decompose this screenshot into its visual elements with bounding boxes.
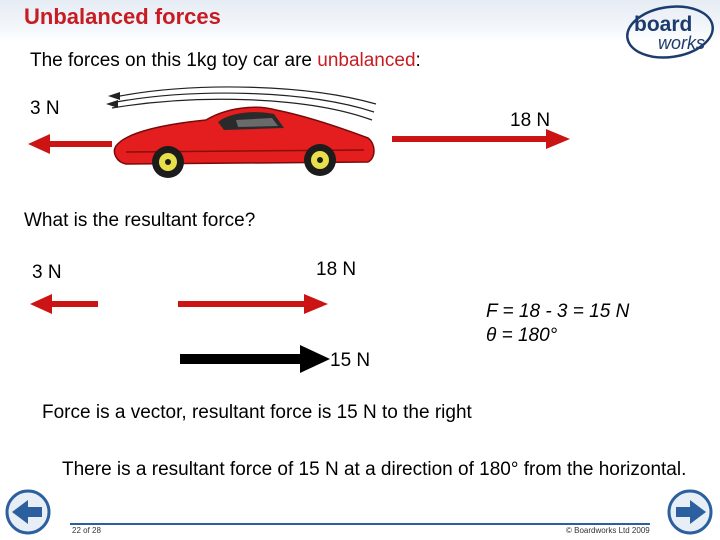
forward-arrow-icon: [667, 489, 713, 535]
car-left-force-arrow: [28, 132, 112, 156]
previous-slide-button[interactable]: [4, 486, 54, 538]
vector-left-arrow: [30, 292, 98, 316]
answer-text: There is a resultant force of 15 N at a …: [62, 459, 687, 480]
resultant-label: 15 N: [330, 350, 371, 371]
intro-emphasis: unbalanced: [317, 50, 416, 71]
car-left-force-label: 3 N: [30, 98, 60, 119]
back-arrow-icon: [5, 489, 51, 535]
intro-suffix: :: [415, 50, 421, 71]
question-text: What is the resultant force?: [24, 210, 256, 231]
formula-block: F = 18 - 3 = 15 N θ = 180°: [486, 300, 629, 348]
title-bar: [0, 0, 720, 42]
car-right-force-label: 18 N: [510, 110, 551, 131]
intro-text: The forces on this 1kg toy car are unbal…: [30, 50, 421, 72]
formula-direction: θ = 180°: [486, 325, 558, 346]
page-number: 22 of 28: [72, 526, 101, 535]
logo-word-board: board: [634, 13, 692, 36]
copyright-notice: © Boardworks Ltd 2009: [566, 526, 650, 535]
logo-word-works: works: [658, 33, 705, 53]
vector-right-arrow: [178, 292, 328, 316]
toy-car-image: [106, 80, 382, 190]
next-slide-button[interactable]: [664, 486, 716, 538]
vector-left-label: 3 N: [32, 262, 62, 283]
resultant-arrow: [180, 344, 330, 374]
slide-title: Unbalanced forces: [24, 4, 221, 29]
car-right-force-arrow: [392, 127, 570, 151]
intro-prefix: The forces on this 1kg toy car are: [30, 50, 318, 71]
vector-statement: Force is a vector, resultant force is 15…: [42, 402, 472, 423]
boardworks-logo: board works: [624, 4, 716, 64]
formula-magnitude: F = 18 - 3 = 15 N: [486, 301, 630, 322]
footer-divider: [70, 523, 650, 525]
vector-right-label: 18 N: [316, 259, 357, 280]
